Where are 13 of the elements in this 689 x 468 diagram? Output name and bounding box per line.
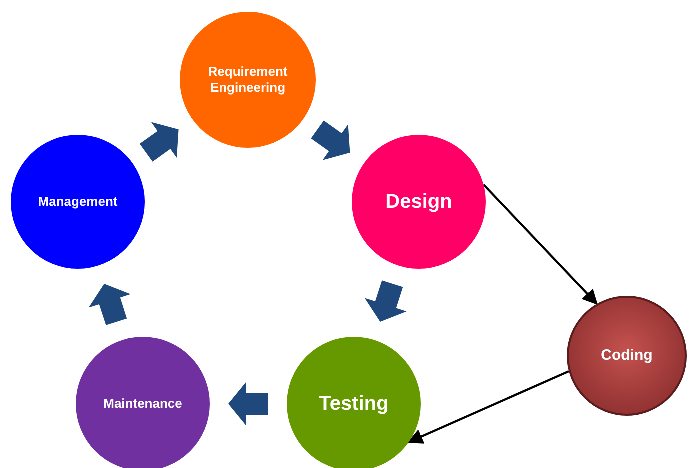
node-label: Coding	[600, 346, 654, 366]
block-arrow	[311, 120, 350, 160]
block-arrow	[228, 382, 268, 426]
block-arrow	[364, 280, 407, 322]
node-label: Requirement Engineering	[207, 64, 289, 96]
node-label: Maintenance	[102, 396, 184, 412]
node-label: Design	[384, 190, 454, 214]
block-arrow	[140, 122, 179, 162]
arrow	[482, 184, 598, 306]
node-label: Management	[37, 194, 119, 210]
arrow	[408, 370, 570, 444]
node-label: Testing	[318, 392, 390, 416]
block-arrow	[88, 284, 131, 326]
